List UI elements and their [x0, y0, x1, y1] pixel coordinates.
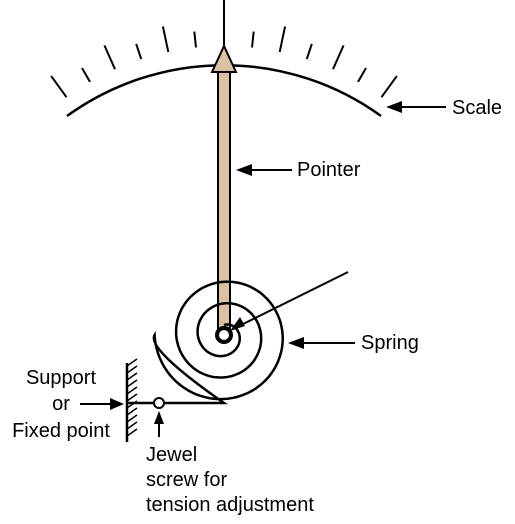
hatch-line [126, 414, 138, 423]
pointer-label: Pointer [297, 159, 361, 181]
support-label-line3: Fixed point [12, 420, 110, 442]
jewel-screw [153, 397, 165, 409]
hatch-line [126, 372, 138, 381]
pointer-shaft [217, 69, 231, 333]
scale-tick [357, 67, 367, 83]
hatch-line [126, 407, 138, 416]
scale-tick [251, 31, 255, 48]
hatch-line [126, 379, 138, 388]
hatch-line [126, 365, 138, 374]
pointer-tip [210, 43, 238, 73]
jewel-label-line2: screw for [146, 469, 227, 491]
support-wall [125, 358, 138, 442]
support-hatching [126, 358, 138, 437]
scale-tick [103, 44, 116, 70]
hatch-line [126, 393, 138, 402]
jewel-label-line3: tension adjustment [146, 494, 314, 516]
support-label-line2: or [52, 393, 70, 415]
scale-tick [278, 26, 287, 53]
spring-label: Spring [361, 332, 419, 354]
scale-ticks [50, 20, 398, 98]
pivot-hub [215, 326, 233, 344]
hatch-line [126, 386, 138, 395]
scale-tick [81, 67, 91, 83]
jewel-arrow [154, 411, 164, 437]
hatch-line [126, 421, 138, 430]
hatch-line [126, 358, 138, 367]
scale-tick [135, 43, 143, 60]
hatch-line [126, 400, 138, 409]
jewel-label-line1: Jewel [146, 444, 197, 466]
support-label-line1: Support [26, 367, 96, 389]
scale-tick [50, 75, 68, 98]
scale-tick [305, 43, 313, 60]
scale-label: Scale [452, 97, 502, 119]
support-arrow [80, 398, 124, 410]
scale-arrow [386, 101, 446, 113]
spring-spiral [127, 280, 284, 405]
scale-tick [380, 75, 398, 98]
pointer-arrow [236, 164, 292, 176]
pointer [210, 43, 238, 333]
hatch-line [126, 428, 138, 437]
scale-tick [332, 44, 345, 70]
spring-arrow [288, 337, 355, 349]
scale-tick [193, 31, 197, 48]
spring-leader [230, 271, 349, 331]
scale-tick [161, 26, 170, 53]
